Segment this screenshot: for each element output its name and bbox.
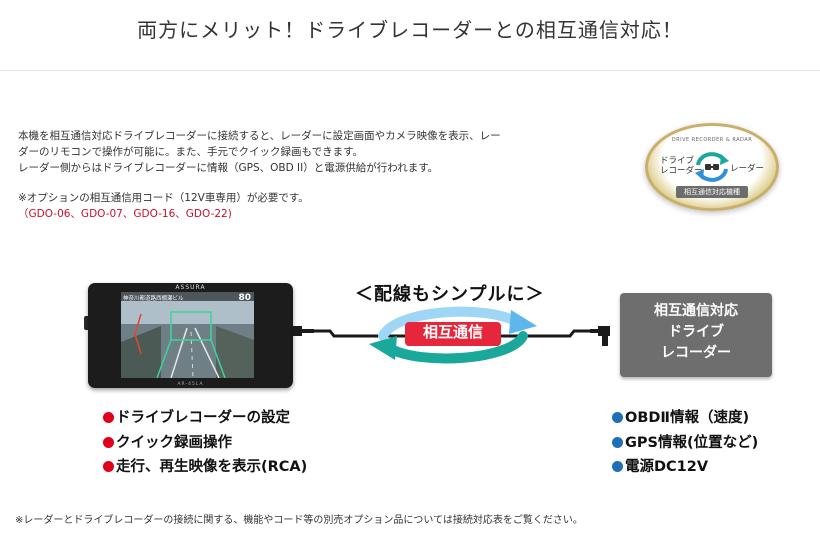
feature-label: 電源DC12V (625, 459, 709, 475)
feature-item: 走行、再生映像を表示(RCA) (103, 455, 307, 480)
screen-status-text: 神奈川都道路西棚瀬ビル (123, 296, 184, 302)
badge-label: 相互通信対応機種 (676, 186, 748, 198)
radar-screen: 神奈川都道路西棚瀬ビル 80 (121, 292, 254, 378)
badge-left-line-2: レコーダー (660, 166, 703, 176)
compatibility-badge: DRIVE RECORDER & RADAR ドライブ レコーダー レーダー 相… (645, 123, 779, 211)
sync-label: 相互通信 (422, 323, 483, 341)
option-note: ※オプションの相互通信用コード（12V車専用）が必要です。 (18, 192, 309, 204)
intro-line-2: ダーのリモコンで操作が可能に。また、手元でクイック録画もできます。 (18, 146, 364, 158)
page-title: 両方にメリット！ドライブレコーダーとの相互通信対応！ (137, 18, 683, 42)
recorder-line-2: ドライブ (668, 324, 724, 340)
recorder-line-1: 相互通信対応 (654, 303, 738, 319)
feature-item: 電源DC12V (612, 455, 758, 480)
badge-left-text: ドライブ レコーダー (660, 156, 703, 176)
red-bullet-icon (103, 436, 114, 448)
feature-item: GPS情報(位置など) (612, 431, 758, 456)
drive-recorder-box: 相互通信対応 ドライブ レコーダー (620, 293, 772, 377)
mutual-sync-icon (369, 306, 537, 364)
sync-arrows-icon (695, 152, 729, 182)
intro-line-3: レーダー側からはドライブレコーダーに情報（GPS、OBD II）と電源供給が行わ… (18, 162, 439, 174)
camera-view-image (121, 292, 254, 378)
feature-item: クイック録画操作 (103, 431, 307, 456)
recorder-text: 相互通信対応 ドライブ レコーダー (620, 301, 772, 364)
radar-side-button (84, 316, 90, 330)
feature-item: OBDⅡ情報（速度) (612, 406, 758, 431)
recorder-features-list: OBDⅡ情報（速度) GPS情報(位置など) 電源DC12V (612, 406, 758, 480)
feature-label: GPS情報(位置など) (625, 434, 759, 451)
radar-brand: ASSURA (175, 284, 206, 291)
sync-arrows: 相互通信 (365, 302, 541, 368)
intro-line-1: 本機を相互通信対応ドライブレコーダーに接続すると、レーダーに設定画面やカメラ映像… (18, 130, 501, 142)
feature-item: ドライブレコーダーの設定 (103, 406, 307, 431)
compatible-models: （GDO-06、GDO-07、GDO-16、GDO-22) (18, 208, 232, 220)
badge-top-text: DRIVE RECORDER & RADAR (671, 137, 753, 143)
footer-note: ※レーダーとドライブレコーダーの接続に関する、機能やコード等の別売オプション品に… (15, 515, 583, 526)
badge-left-line-1: ドライブ (660, 156, 695, 166)
blue-bullet-icon (612, 412, 623, 423)
blue-bullet-icon (612, 461, 623, 472)
feature-label: 走行、再生映像を表示(RCA) (116, 459, 308, 475)
red-bullet-icon (103, 412, 114, 423)
cable-caption: ＜配線もシンプルに＞ (355, 284, 545, 305)
blue-bullet-icon (612, 436, 623, 448)
recorder-line-3: レコーダー (661, 345, 731, 361)
radar-model: AR-45LA (177, 382, 204, 387)
radar-features-list: ドライブレコーダーの設定 クイック録画操作 走行、再生映像を表示(RCA) (103, 406, 307, 480)
feature-label: ドライブレコーダーの設定 (116, 410, 290, 426)
title-divider (0, 70, 820, 71)
intro-text: 本機を相互通信対応ドライブレコーダーに接続すると、レーダーに設定画面やカメラ映像… (18, 128, 558, 222)
badge-right-text: レーダー (729, 164, 764, 174)
feature-label: クイック録画操作 (116, 434, 232, 451)
red-bullet-icon (103, 461, 114, 472)
screen-speed-value: 80 (238, 293, 251, 303)
radar-device: ASSURA 神奈川都道路西棚瀬ビル 80 AR-45LA (88, 283, 293, 388)
feature-label: OBDⅡ情報（速度) (625, 410, 750, 426)
